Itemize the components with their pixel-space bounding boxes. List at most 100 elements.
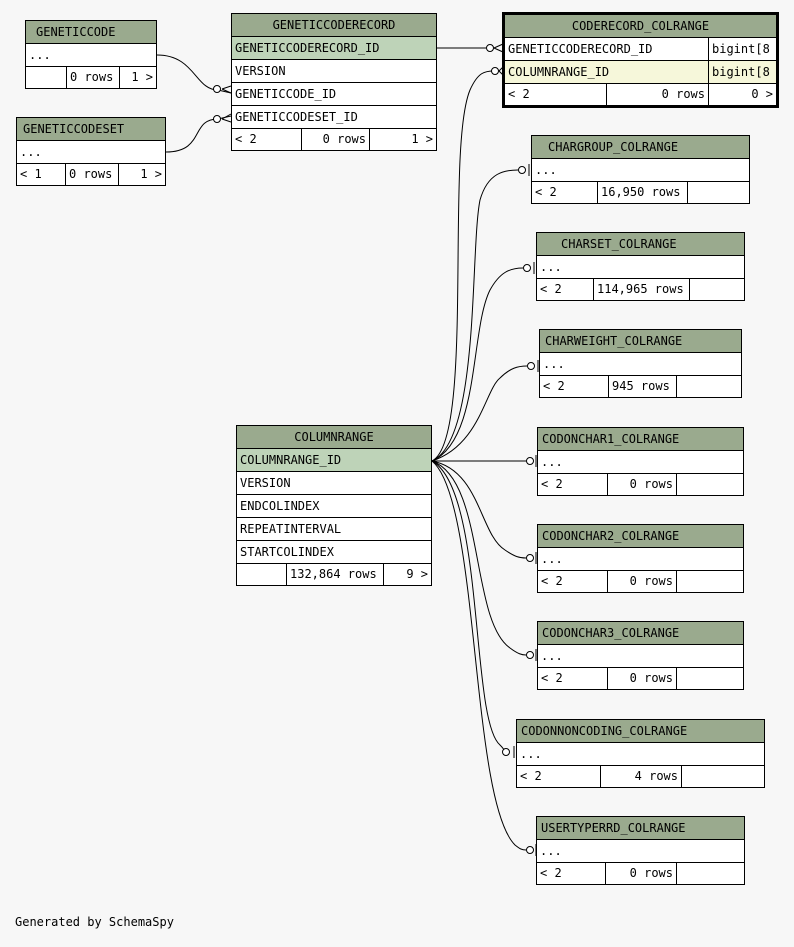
edge-end-crow [221, 113, 232, 123]
column-ellipsis: ... [541, 455, 563, 469]
table-codonchar3-colrange[interactable]: CODONCHAR3_COLRANGE ... < 2 0 rows [537, 621, 744, 690]
footer-nav-right: 1 > [118, 164, 165, 185]
footer-nav-left: < 2 [541, 671, 563, 685]
row-count: 114,965 rows [593, 279, 689, 300]
edge-colrange-to-codonchar3 [431, 460, 527, 656]
table-title: USERTYPERRD_COLRANGE [537, 817, 744, 840]
table-charset-colrange[interactable]: CHARSET_COLRANGE ... < 2 114,965 rows [536, 232, 745, 301]
column-geneticcoderecord-id: GENETICCODERECORD_ID [508, 42, 653, 56]
edge-end-circle [527, 362, 535, 370]
footer-nav-left [26, 67, 66, 88]
row-count: 0 rows [607, 668, 676, 689]
table-title: CODONNONCODING_COLRANGE [517, 720, 764, 743]
column-ellipsis: ... [543, 357, 565, 371]
row-count: 16,950 rows [597, 182, 687, 203]
column-ellipsis: ... [541, 552, 563, 566]
edge-end-circle [491, 67, 499, 75]
table-footer: < 2 4 rows [517, 766, 764, 787]
edge-end-circle [518, 166, 526, 174]
row-count: 0 rows [607, 571, 676, 592]
column-ellipsis: ... [20, 145, 42, 159]
edge-colrange-to-charweight [431, 365, 528, 462]
table-codonchar2-colrange[interactable]: CODONCHAR2_COLRANGE ... < 2 0 rows [537, 524, 744, 593]
table-title: CHARSET_COLRANGE [537, 233, 744, 256]
footer-nav-left: < 2 [541, 477, 563, 491]
table-charweight-colrange[interactable]: CHARWEIGHT_COLRANGE ... < 2 945 rows [539, 329, 742, 398]
edge-end-circle [502, 748, 510, 756]
column-geneticcoderecord-id: GENETICCODERECORD_ID [235, 41, 380, 55]
column-ellipsis: ... [520, 747, 542, 761]
table-title: GENETICCODESET [17, 118, 165, 141]
table-columnrange[interactable]: COLUMNRANGE COLUMNRANGE_ID VERSION ENDCO… [236, 425, 432, 586]
footer-nav-left: < 2 [541, 574, 563, 588]
edge-end-circle [526, 554, 534, 562]
edge-end-circle [523, 264, 531, 272]
table-codonnoncoding-colrange[interactable]: CODONNONCODING_COLRANGE ... < 2 4 rows [516, 719, 765, 788]
footer-nav-right [687, 182, 749, 203]
row-count: 0 rows [65, 164, 118, 185]
edge-geneticcodeset-to-record [165, 115, 232, 153]
footer-nav-right [676, 571, 743, 592]
table-title: COLUMNRANGE [237, 426, 431, 449]
footer-nav-right [681, 766, 764, 787]
footer-nav-right: 9 > [383, 564, 431, 585]
table-footer: < 2 0 rows [538, 474, 743, 495]
footer-nav-left: < 2 [540, 282, 562, 296]
table-geneticcode[interactable]: GENETICCODE ... 0 rows 1 > [25, 20, 157, 89]
edge-end-circle [213, 85, 221, 93]
row-count: 945 rows [608, 376, 676, 397]
column-ellipsis: ... [540, 844, 562, 858]
column-startcolindex: STARTCOLINDEX [240, 545, 334, 559]
footer-nav-left: < 2 [508, 87, 530, 101]
table-title: GENETICCODERECORD [232, 14, 436, 37]
row-count: 0 rows [607, 474, 676, 495]
table-chargroup-colrange[interactable]: CHARGROUP_COLRANGE ... < 2 16,950 rows [531, 135, 750, 204]
table-usertypeprd-colrange[interactable]: USERTYPERRD_COLRANGE ... < 2 0 rows [536, 816, 745, 885]
table-coderecord-colrange[interactable]: CODERECORD_COLRANGE GENETICCODERECORD_ID… [502, 12, 779, 108]
footer-nav-right [689, 279, 744, 300]
column-type: bigint[8 [708, 61, 776, 83]
column-columnrange-id: COLUMNRANGE_ID [508, 65, 610, 79]
table-geneticcodeset[interactable]: GENETICCODESET ... < 1 0 rows 1 > [16, 117, 166, 186]
footer-nav-right: 1 > [369, 129, 436, 150]
footer-nav-right: 1 > [119, 67, 156, 88]
footer-nav-right: 0 > [708, 84, 776, 105]
column-version: VERSION [240, 476, 291, 490]
table-title: CODONCHAR2_COLRANGE [538, 525, 743, 548]
footer-nav-left: < 2 [540, 866, 562, 880]
column-geneticcodeset-id: GENETICCODESET_ID [235, 110, 358, 124]
table-codonchar1-colrange[interactable]: CODONCHAR1_COLRANGE ... < 2 0 rows [537, 427, 744, 496]
table-title: GENETICCODE [26, 21, 156, 44]
row-count: 132,864 rows [286, 564, 383, 585]
row-count: 0 rows [66, 67, 119, 88]
footer-nav-right [676, 863, 744, 884]
column-geneticcode-id: GENETICCODE_ID [235, 87, 337, 101]
edge-end-circle [213, 115, 221, 123]
edge-colrange-to-charset [431, 267, 524, 462]
table-geneticcoderecord[interactable]: GENETICCODERECORD GENETICCODERECORD_ID V… [231, 13, 437, 151]
edge-geneticcode-to-record [156, 54, 232, 94]
table-title: CHARWEIGHT_COLRANGE [540, 330, 741, 353]
table-footer: < 2 945 rows [540, 376, 741, 397]
generated-by-footer: Generated by SchemaSpy [15, 915, 174, 929]
column-ellipsis: ... [535, 163, 557, 177]
footer-nav-right [676, 474, 743, 495]
edge-end-circle [526, 846, 534, 854]
table-footer: < 2 0 rows 0 > [505, 84, 776, 105]
column-ellipsis: ... [540, 260, 562, 274]
table-footer: < 2 0 rows [538, 571, 743, 592]
edge-end-circle [486, 44, 494, 52]
column-endcolindex: ENDCOLINDEX [240, 499, 320, 513]
footer-nav-right [676, 668, 743, 689]
table-footer: 132,864 rows 9 > [237, 564, 431, 585]
edge-end-crow [221, 85, 232, 94]
edge-end-circle [526, 457, 534, 465]
table-footer: < 2 0 rows [538, 668, 743, 689]
column-repeatinterval: REPEATINTERVAL [240, 522, 342, 536]
table-title: CODONCHAR3_COLRANGE [538, 622, 743, 645]
row-count: 0 rows [605, 863, 676, 884]
column-version: VERSION [235, 64, 286, 78]
table-footer: < 2 114,965 rows [537, 279, 744, 300]
row-count: 4 rows [600, 766, 681, 787]
footer-nav-left: < 2 [235, 132, 257, 146]
